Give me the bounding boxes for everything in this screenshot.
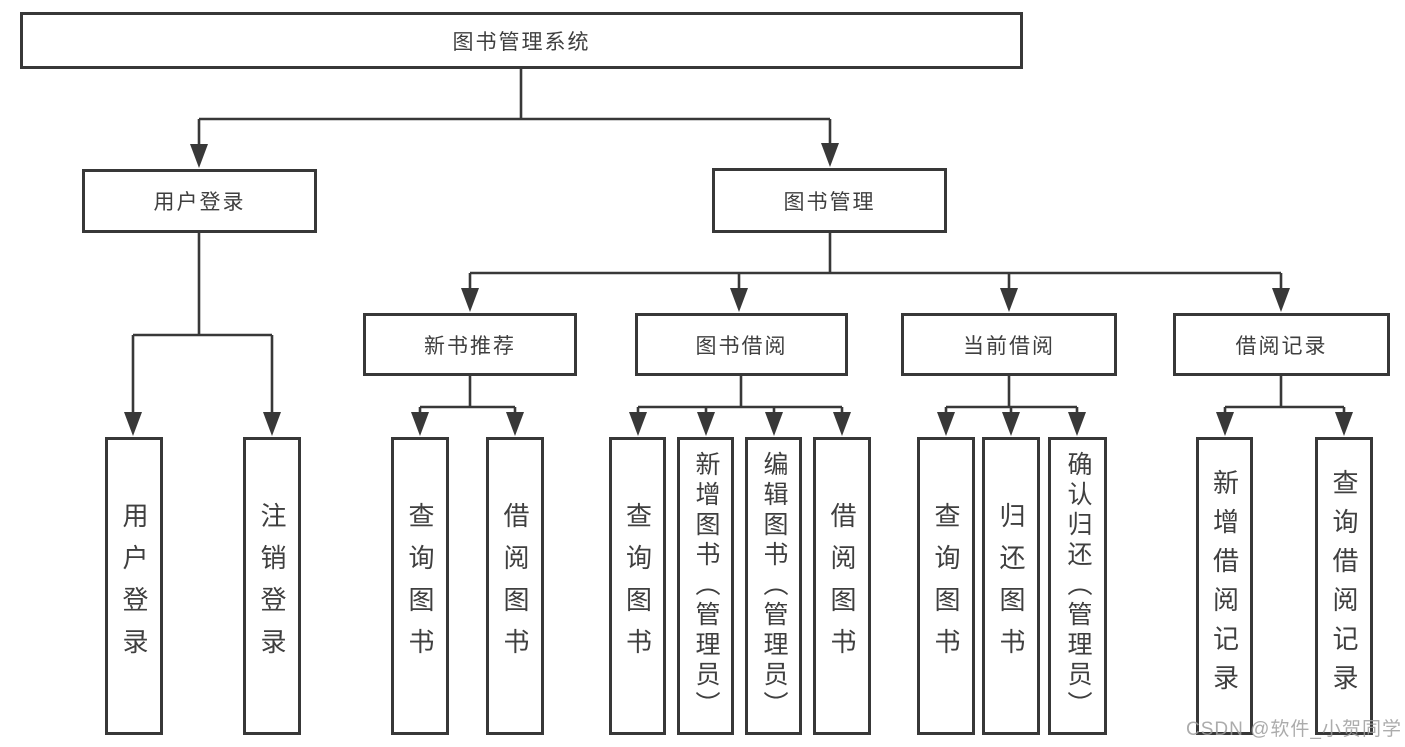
node-label: 借阅图书 [500, 502, 530, 670]
node-label: 新增借阅记录 [1209, 469, 1240, 703]
leaf-borrowing-add-books-admin: 新增图书（管理员） [677, 437, 734, 735]
leaf-borrowing-edit-books-admin: 编辑图书（管理员） [745, 437, 802, 735]
node-label: 查询图书 [405, 502, 435, 670]
node-label: 注销登录 [257, 502, 287, 670]
leaf-recommend-query-books: 查询图书 [391, 437, 449, 735]
leaf-logout-login: 注销登录 [243, 437, 301, 735]
leaf-records-query-record: 查询借阅记录 [1315, 437, 1373, 735]
node-label: 用户登录 [153, 191, 246, 214]
node-current-borrowing: 当前借阅 [901, 313, 1117, 376]
node-label: 查询图书 [622, 502, 653, 670]
node-borrowing-records: 借阅记录 [1173, 313, 1390, 376]
leaf-current-query-books: 查询图书 [917, 437, 975, 735]
node-label: 图书管理 [783, 190, 876, 214]
node-label: 查询图书 [931, 502, 961, 670]
leaf-user-login: 用户登录 [105, 437, 163, 735]
node-label: 借阅记录 [1235, 334, 1328, 358]
leaf-recommend-borrow-books: 借阅图书 [486, 437, 544, 735]
node-book-management: 图书管理 [712, 168, 947, 233]
node-label: 确认归还（管理员） [1064, 451, 1092, 721]
leaf-borrowing-borrow-books: 借阅图书 [813, 437, 871, 735]
node-library-management-system: 图书管理系统 [20, 12, 1023, 69]
node-label: 新增图书（管理员） [692, 451, 720, 721]
node-user-login: 用户登录 [82, 169, 317, 233]
leaf-records-add-record: 新增借阅记录 [1196, 437, 1253, 735]
leaf-current-confirm-return-admin: 确认归还（管理员） [1048, 437, 1107, 735]
node-label: 借阅图书 [827, 502, 857, 670]
node-label: 归还图书 [996, 502, 1026, 670]
node-new-book-recommend: 新书推荐 [363, 313, 577, 376]
node-label: 编辑图书（管理员） [760, 451, 788, 721]
node-label: 查询借阅记录 [1329, 469, 1359, 703]
leaf-current-return-books: 归还图书 [982, 437, 1040, 735]
csdn-watermark: CSDN @软件_小贺同学 [1186, 719, 1402, 740]
node-label: 图书借阅 [695, 334, 788, 358]
node-label: 新书推荐 [424, 334, 516, 358]
node-label: 图书管理系统 [452, 30, 591, 54]
node-label: 当前借阅 [963, 334, 1055, 358]
node-book-borrowing: 图书借阅 [635, 313, 848, 376]
leaf-borrowing-query-books: 查询图书 [609, 437, 666, 735]
node-label: 用户登录 [119, 502, 149, 670]
